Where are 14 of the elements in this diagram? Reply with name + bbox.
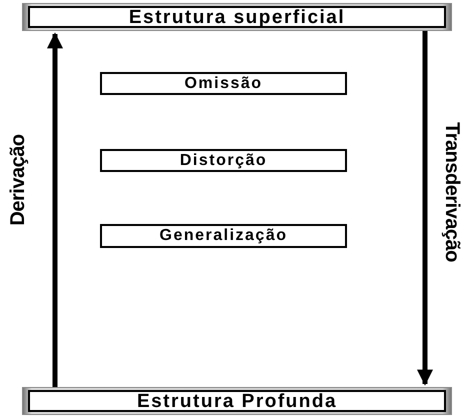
concept-box (100, 224, 347, 248)
edge-label: Transderivação (442, 122, 462, 262)
title-box (22, 387, 452, 415)
edge-label: Derivação (8, 134, 28, 226)
box-label: Estrutura Profunda (136, 392, 338, 410)
box-label: Estrutura superficial (128, 8, 346, 26)
box-label: Omissão (184, 76, 263, 92)
box-label: Generalização (160, 228, 288, 244)
concept-box (100, 149, 347, 172)
concept-box (100, 72, 347, 95)
box-label: Distorção (180, 152, 268, 168)
arrow (47, 32, 63, 387)
arrow (417, 31, 433, 386)
title-box (22, 3, 452, 31)
